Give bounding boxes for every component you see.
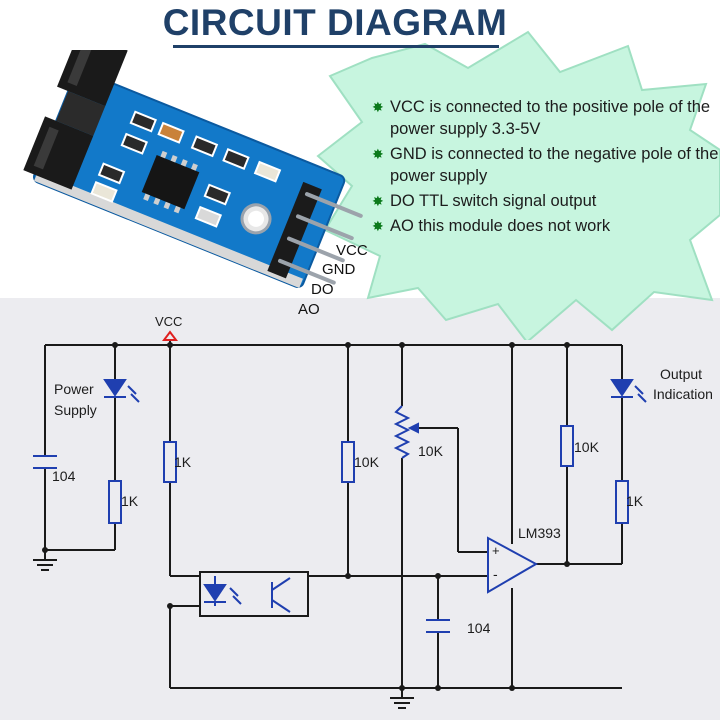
power-led-label-1: Power [54,381,94,397]
r-output-led-label: 1K [626,493,644,509]
output-led-label-2: Indication [653,386,713,402]
vcc-label: VCC [155,314,182,329]
r-emitter-label: 1K [174,454,192,470]
note-gnd: ✸ GND is connected to the negative pole o… [372,143,720,187]
comparator-plus: + [492,543,500,558]
capacitor-left [33,455,57,469]
comparator-label: LM393 [518,525,561,541]
output-led-icon [610,379,647,403]
page-title: CIRCUIT DIAGRAM [162,2,508,43]
note-do: ✸ DO TTL switch signal output [372,190,720,212]
note-ao: ✸ AO this module does not work [372,215,720,237]
bullet-icon: ✸ [372,99,384,115]
resistor-pullup [560,425,574,467]
title-underline [173,45,499,48]
wires [44,340,623,698]
power-led-icon [103,379,140,403]
resistor-output-led [615,480,629,524]
vcc-arrow-icon [162,330,178,341]
r-power-led-label: 1K [121,493,139,509]
r-collector-label: 10K [354,454,380,470]
resistor-power-led [108,480,122,524]
sensor-fork-left [57,50,128,107]
comparator-lm393 [487,536,539,594]
pin-header [267,181,322,279]
pin-label-gnd: GND [322,261,356,278]
note-text: VCC is connected to the positive pole of… [390,98,711,138]
note-text: DO TTL switch signal output [390,192,597,210]
potentiometer [393,405,411,459]
note-vcc: ✸ VCC is connected to the positive pole o… [372,96,720,140]
note-text: GND is connected to the negative pole of… [390,145,719,185]
pot-label: 10K [418,443,444,459]
cap-left-label: 104 [52,468,76,484]
cap-bottom-label: 104 [467,620,491,636]
resistor-emitter [163,441,177,483]
pin-label-vcc: VCC [336,242,368,259]
schematic-svg: VCC [33,314,713,709]
optocoupler-icon [203,576,291,613]
power-led-label-2: Supply [54,402,97,418]
ground-icon [390,697,414,709]
notes-list: ✸ VCC is connected to the positive pole o… [372,96,720,240]
junction-dots [42,342,570,691]
capacitor-bottom [426,619,450,633]
pin-label-ao: AO [298,301,320,318]
sensor-slot [56,91,106,136]
r-pullup-label: 10K [574,439,600,455]
pin-label-do: DO [311,281,334,298]
bullet-icon: ✸ [372,218,384,234]
output-led-label-1: Output [660,366,702,382]
note-text: AO this module does not work [390,217,611,235]
resistor-collector [341,441,355,483]
bullet-icon: ✸ [372,193,384,209]
pcb-edge [34,171,303,289]
bullet-icon: ✸ [372,146,384,162]
sensor-module-illustration: VCC GND DO AO [23,50,368,318]
sensor-fork-right [23,116,94,190]
ic-chip [141,154,200,210]
ground-icon [33,559,57,571]
comparator-minus: - [493,566,498,582]
